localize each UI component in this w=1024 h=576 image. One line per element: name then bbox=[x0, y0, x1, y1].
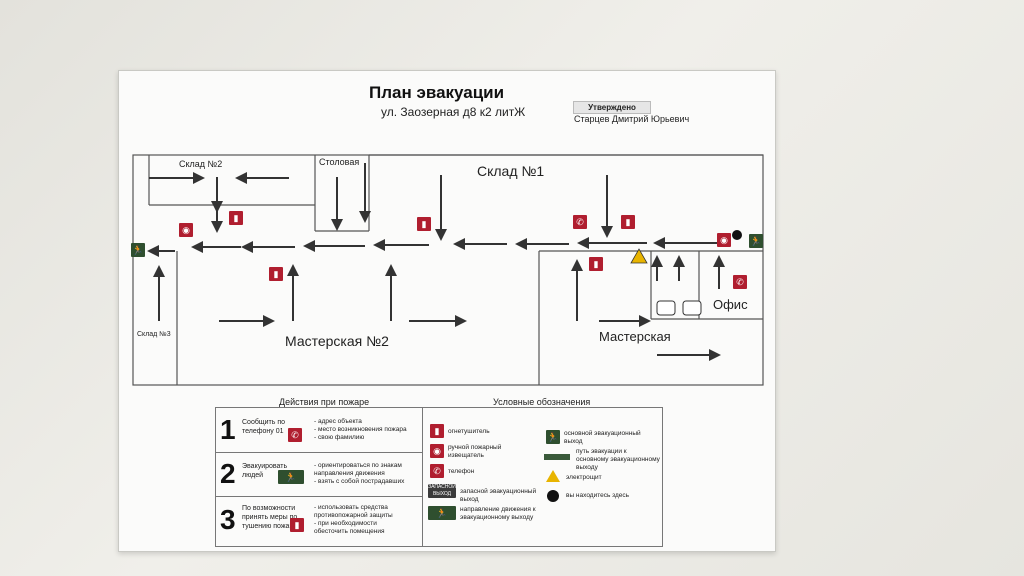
fire-alarm-button-icon: ◉ bbox=[430, 444, 444, 458]
main-exit-icon: 🏃 bbox=[131, 243, 145, 257]
fire-extinguisher-icon: ▮ bbox=[290, 518, 304, 532]
phone-icon: ✆ bbox=[288, 428, 302, 442]
room-masterskaya: Мастерская bbox=[599, 329, 671, 344]
phone-icon: ✆ bbox=[573, 215, 587, 229]
direction-sign-icon: 🏃 bbox=[428, 506, 456, 520]
room-sklad3: Склад №3 bbox=[137, 331, 171, 338]
legend-item-text: запасной эвакуационный выход bbox=[460, 488, 537, 503]
direction-sign-icon: 🏃 bbox=[278, 470, 304, 484]
legend-item-text: огнетушитель bbox=[448, 428, 490, 435]
approved-stamp: Утверждено bbox=[573, 101, 651, 114]
plan-title: План эвакуации bbox=[369, 83, 505, 102]
room-ofis: Офис bbox=[713, 297, 748, 312]
step-notes: - адрес объекта- место возникновения пож… bbox=[314, 418, 407, 441]
evacuation-arrows bbox=[147, 163, 731, 361]
actions-title: Действия при пожаре bbox=[279, 397, 370, 407]
legend-item-text: вы находитесь здесь bbox=[566, 492, 630, 499]
step-text: Сообщить по телефону 01 bbox=[242, 419, 286, 435]
electric-panel-icon bbox=[546, 470, 560, 482]
phone-icon: ✆ bbox=[430, 464, 444, 478]
fire-extinguisher-icon: ▮ bbox=[621, 215, 635, 229]
electric-panel-icon bbox=[630, 248, 648, 264]
fire-extinguisher-icon: ▮ bbox=[417, 217, 431, 231]
legend-item-text: телефон bbox=[448, 468, 475, 475]
fire-extinguisher-icon: ▮ bbox=[589, 257, 603, 271]
main-exit-icon: 🏃 bbox=[546, 430, 560, 444]
evacuation-plan-sheet: План эвакуации ул. Заозерная д8 к2 литЖ … bbox=[118, 70, 776, 552]
legend-item-text: направление движения к эвакуационному вы… bbox=[460, 506, 536, 521]
phone-icon: ✆ bbox=[733, 275, 747, 289]
fire-alarm-button-icon: ◉ bbox=[179, 223, 193, 237]
room-sklad2: Склад №2 bbox=[179, 159, 223, 169]
you-are-here-marker bbox=[732, 230, 742, 240]
legend-item-text: путь эвакуации к основному эвакуационном… bbox=[576, 448, 660, 471]
main-exit-icon: 🏃 bbox=[749, 234, 763, 248]
legend-panel: 1 Сообщить по телефону 01 ✆ - адрес объе… bbox=[215, 407, 663, 547]
fire-extinguisher-icon: ▮ bbox=[430, 424, 444, 438]
fire-extinguisher-icon: ▮ bbox=[269, 267, 283, 281]
approver-name: Старцев Дмитрий Юрьевич bbox=[574, 114, 690, 124]
fire-extinguisher-icon: ▮ bbox=[229, 211, 243, 225]
spare-exit-sign-icon: ЗАПАСНОЙ ВЫХОД bbox=[428, 484, 456, 498]
vehicle-icons bbox=[656, 300, 702, 316]
room-sklad1: Склад №1 bbox=[477, 163, 545, 179]
action-step-3: 3 По возможности принять меры по тушению… bbox=[216, 496, 422, 546]
path-arrow-icon bbox=[544, 454, 570, 460]
action-step-1: 1 Сообщить по телефону 01 ✆ - адрес объе… bbox=[216, 408, 422, 453]
legend-item-text: основной эвакуационный выход bbox=[564, 430, 641, 445]
step-text: По возможности принять меры по тушению п… bbox=[242, 505, 298, 530]
legend-item-text: ручной пожарный извещатель bbox=[448, 444, 502, 459]
you-are-here-icon bbox=[547, 490, 559, 502]
step-number: 2 bbox=[220, 458, 236, 489]
step-number: 3 bbox=[220, 504, 236, 535]
building-walls bbox=[132, 154, 764, 386]
room-stolovaya: Столовая bbox=[319, 157, 360, 167]
floor-plan bbox=[132, 154, 764, 386]
plan-address: ул. Заозерная д8 к2 литЖ bbox=[381, 105, 526, 119]
step-text: Эвакуировать людей bbox=[242, 463, 288, 479]
step-number: 1 bbox=[220, 414, 236, 445]
fire-alarm-button-icon: ◉ bbox=[717, 233, 731, 247]
action-step-2: 2 Эвакуировать людей 🏃 - ориентироваться… bbox=[216, 452, 422, 497]
room-masterskaya2: Мастерская №2 bbox=[285, 333, 389, 349]
legend-item-text: электрощит bbox=[566, 474, 602, 481]
legend-title: Условные обозначения bbox=[493, 397, 591, 407]
